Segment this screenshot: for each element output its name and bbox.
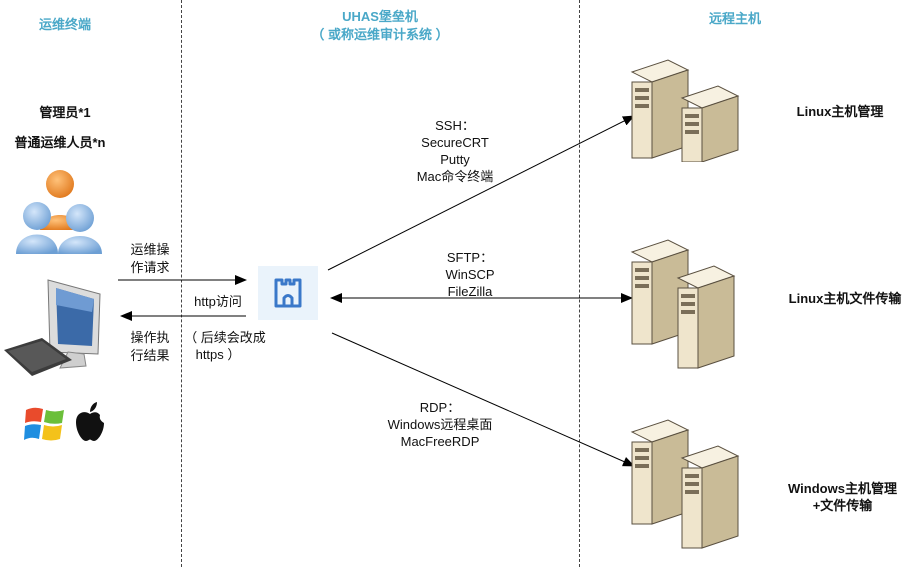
column-title-bastion: UHAS堡垒机 bbox=[342, 9, 418, 24]
sftp-label-client2: FileZilla bbox=[447, 284, 493, 299]
windows-logo-icon bbox=[24, 407, 64, 441]
result-label-line1: 操作执 bbox=[130, 330, 170, 345]
result-label-line2: 行结果 bbox=[130, 348, 170, 363]
ssh-label-client3: Mac命令终端 bbox=[416, 169, 494, 184]
http-note-line2: https ） bbox=[195, 347, 241, 362]
bastion-node bbox=[258, 266, 318, 320]
divider-terminal-bastion bbox=[181, 0, 182, 567]
ssh-label-client1: SecureCRT bbox=[421, 135, 489, 150]
host-label-linux-mgmt: Linux主机管理 bbox=[796, 104, 884, 119]
rdp-label-client2: MacFreeRDP bbox=[400, 434, 480, 449]
column-title-remote: 远程主机 bbox=[708, 11, 761, 26]
request-label-line2: 作请求 bbox=[130, 260, 170, 275]
ssh-arrow bbox=[327, 115, 635, 271]
server-icon bbox=[630, 59, 740, 162]
column-title-terminal: 运维终端 bbox=[38, 17, 91, 32]
http-label: http访问 bbox=[194, 294, 242, 309]
server-icon bbox=[630, 419, 740, 549]
sftp-label-client1: WinSCP bbox=[445, 267, 495, 282]
host-label-windows-line1: Windows主机管理 bbox=[788, 481, 897, 496]
admin-label: 管理员*1 bbox=[39, 105, 91, 120]
sftp-label-title: SFTP： bbox=[446, 250, 494, 265]
rdp-arrow bbox=[331, 332, 635, 467]
rdp-label-client1: Windows远程桌面 bbox=[387, 417, 493, 432]
ssh-label-title: SSH： bbox=[435, 118, 475, 133]
ssh-label-client2: Putty bbox=[440, 152, 470, 167]
users-icon bbox=[16, 170, 102, 254]
apple-logo-icon bbox=[76, 402, 104, 441]
column-subtitle-bastion: （ 或称运维审计系统 ） bbox=[311, 27, 449, 42]
rdp-label-title: RDP： bbox=[419, 400, 461, 415]
http-note-line1: （ 后续会改成 bbox=[184, 330, 266, 345]
desktop-computer-icon bbox=[4, 279, 101, 376]
divider-bastion-remote bbox=[579, 0, 580, 567]
request-label-line1: 运维操 bbox=[130, 242, 170, 257]
operators-label: 普通运维人员*n bbox=[14, 135, 106, 150]
host-label-windows-line2: +文件传输 bbox=[812, 498, 873, 513]
server-icon bbox=[630, 239, 736, 369]
host-label-linux-file: Linux主机文件传输 bbox=[788, 291, 902, 306]
bastion-castle-icon bbox=[274, 278, 302, 308]
